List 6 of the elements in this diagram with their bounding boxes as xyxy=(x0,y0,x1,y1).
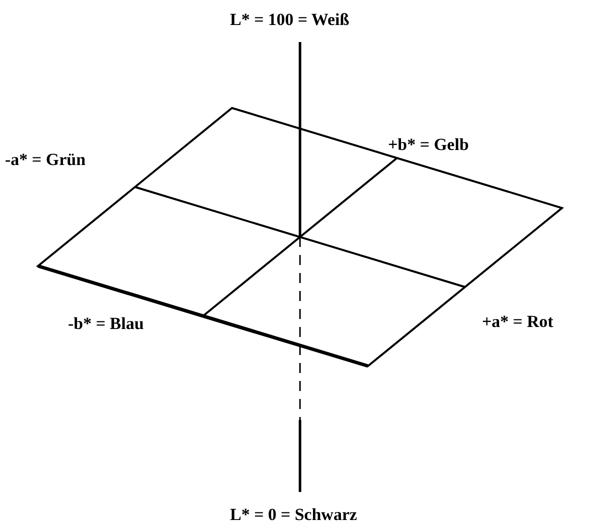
axis-label: +b* = Gelb xyxy=(388,135,469,155)
axis-label: L* = 100 = Weiß xyxy=(230,10,350,30)
axis-label: -b* = Blau xyxy=(68,314,144,334)
axis-label: L* = 0 = Schwarz xyxy=(230,505,358,525)
axis-label: -a* = Grün xyxy=(5,150,86,170)
axis-label: +a* = Rot xyxy=(482,312,554,332)
